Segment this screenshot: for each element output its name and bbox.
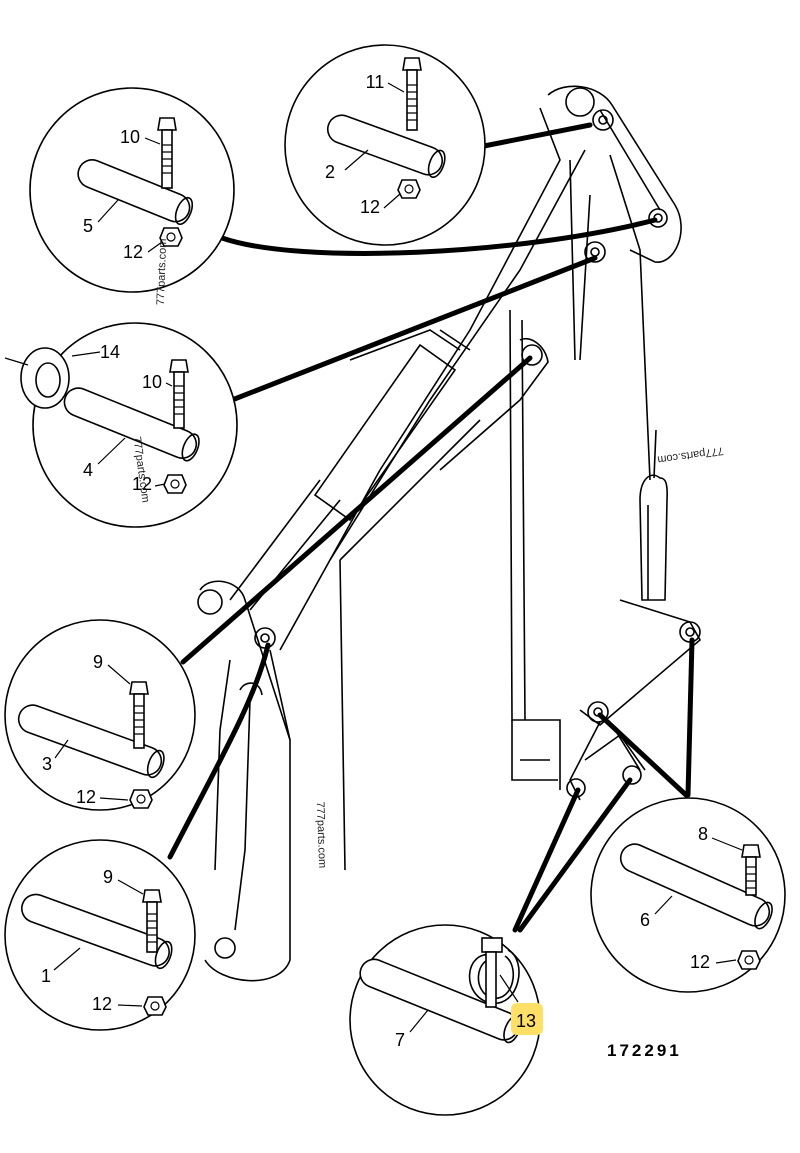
callout-part-5 (29, 87, 235, 293)
part-label-10: 10 (142, 372, 162, 392)
part-label-12: 12 (690, 952, 710, 972)
part-label-12: 12 (360, 197, 380, 217)
part-label-2: 2 (325, 162, 335, 182)
watermark-text: 777parts.com (155, 238, 169, 305)
part-label-1: 1 (41, 966, 51, 986)
highlight-label-13 (511, 1003, 543, 1035)
callout-part-1 (4, 839, 196, 1031)
leader-lines (167, 122, 695, 933)
watermark-text: 777parts.com (657, 444, 725, 465)
reference-number: 172291 (607, 1041, 682, 1060)
part-label-12: 12 (123, 242, 143, 262)
part-label-13: 13 (516, 1011, 536, 1031)
part-label-9: 9 (103, 867, 113, 887)
part-label-4: 4 (83, 460, 93, 480)
callout-part-6 (590, 797, 786, 993)
part-label-9: 9 (93, 652, 103, 672)
part-label-12: 12 (132, 474, 152, 494)
part-label-12: 12 (76, 787, 96, 807)
part-label-3: 3 (42, 754, 52, 774)
callout-part-3 (4, 619, 196, 811)
part-label-12: 12 (92, 994, 112, 1014)
part-label-8: 8 (698, 824, 708, 844)
part-label-7: 7 (395, 1030, 405, 1050)
part-label-10: 10 (120, 127, 140, 147)
watermark-text: 777parts.com (314, 801, 328, 868)
part-label-6: 6 (640, 910, 650, 930)
part-label-11: 11 (366, 72, 385, 92)
callout-part-2 (284, 44, 486, 246)
part-label-5: 5 (83, 216, 93, 236)
part-label-14: 14 (100, 342, 120, 362)
callout-part-4 (4, 322, 238, 528)
